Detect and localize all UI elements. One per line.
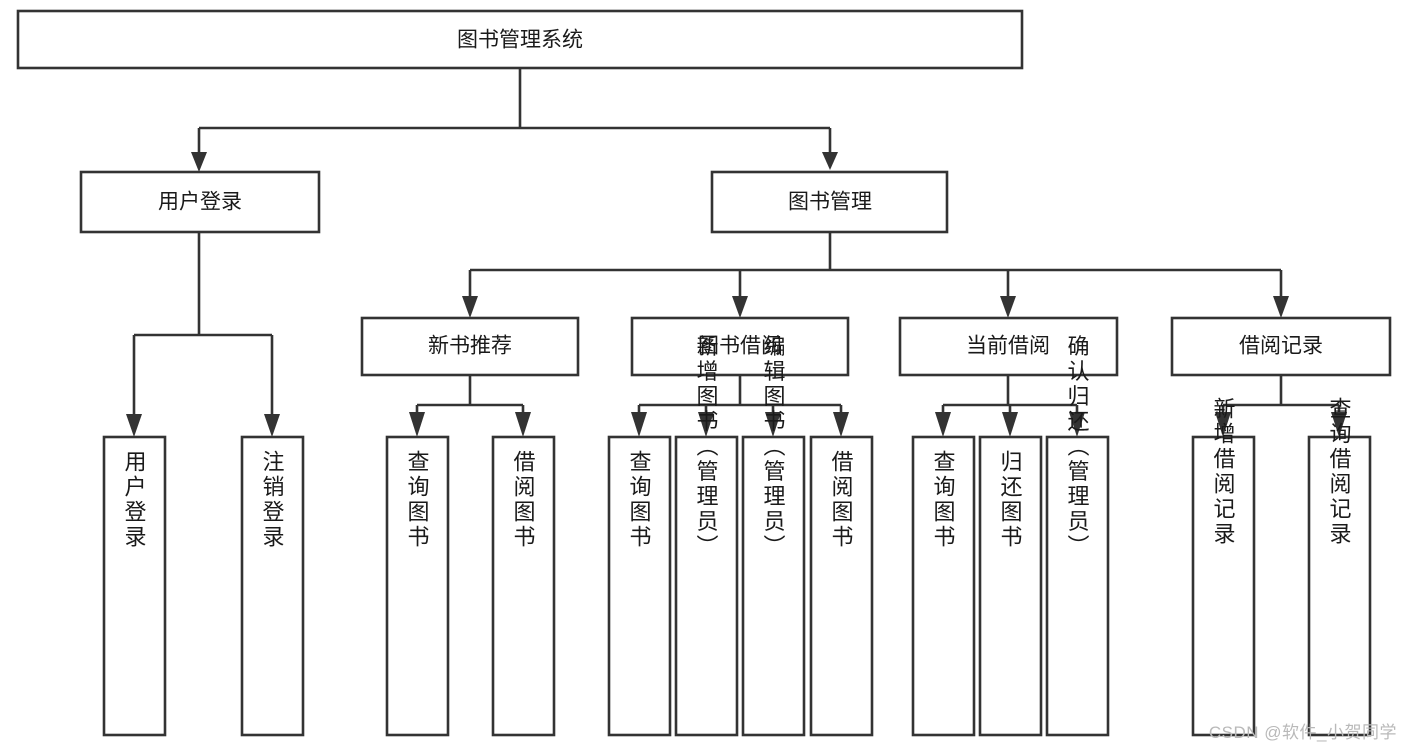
connector-bookmgmt-to-level3 — [462, 232, 1289, 318]
node-borrow-record[interactable]: 借阅记录 — [1170, 316, 1392, 377]
connector-root-to-level2 — [191, 68, 838, 172]
leaf-return-book-label: 归还图书 — [998, 450, 1023, 550]
leaf-user-login[interactable]: 用户登录 — [102, 435, 167, 737]
connector-currentborrow-to-leaves — [935, 375, 1085, 437]
leaf-borrow-book-1[interactable]: 借阅图书 — [491, 435, 556, 737]
leaf-borrow-book-2[interactable]: 借阅图书 — [809, 435, 874, 737]
leaf-borrow-book-1-label: 借阅图书 — [511, 450, 536, 550]
leaf-query-book-1-label: 查询图书 — [405, 450, 430, 550]
leaf-user-login-label: 用户登录 — [122, 450, 147, 550]
node-book-management[interactable]: 图书管理 — [710, 170, 949, 234]
node-current-borrow-label: 当前借阅 — [966, 335, 1050, 358]
node-root-label: 图书管理系统 — [457, 29, 583, 52]
leaf-add-record[interactable]: 新增借阅记录 — [1191, 397, 1256, 737]
node-book-management-label: 图书管理 — [788, 191, 872, 214]
leaf-query-book-3[interactable]: 查询图书 — [911, 435, 976, 737]
connector-newbook-to-leaves — [409, 375, 531, 437]
leaf-confirm-return[interactable]: 确认归还（管理员） — [1045, 335, 1110, 737]
leaf-logout-login-label: 注销登录 — [260, 450, 285, 550]
leaf-edit-book-label: 编辑图书（管理员） — [761, 335, 786, 560]
node-root-system[interactable]: 图书管理系统 — [16, 9, 1024, 70]
leaf-edit-book[interactable]: 编辑图书（管理员） — [741, 335, 806, 737]
node-user-login-label: 用户登录 — [158, 191, 242, 214]
node-borrow-record-label: 借阅记录 — [1239, 335, 1323, 358]
leaf-query-book-2[interactable]: 查询图书 — [607, 435, 672, 737]
leaf-query-book-1[interactable]: 查询图书 — [385, 435, 450, 737]
leaf-query-book-3-label: 查询图书 — [931, 450, 956, 550]
connector-userlogin-to-leaves — [126, 232, 280, 437]
leaf-add-book-label: 新增图书（管理员） — [694, 335, 719, 560]
leaf-borrow-book-2-label: 借阅图书 — [829, 450, 854, 550]
node-book-borrow-label: 图书借阅 — [698, 335, 782, 358]
leaf-query-record-label: 查询借阅记录 — [1327, 397, 1352, 547]
node-book-borrow[interactable]: 图书借阅 — [630, 316, 850, 377]
leaf-logout-login[interactable]: 注销登录 — [240, 435, 305, 737]
connector-borrowrecord-to-leaves — [1215, 375, 1347, 437]
node-current-borrow[interactable]: 当前借阅 — [898, 316, 1119, 377]
leaf-return-book[interactable]: 归还图书 — [978, 435, 1043, 737]
leaf-query-record[interactable]: 查询借阅记录 — [1307, 397, 1372, 737]
leaf-query-book-2-label: 查询图书 — [627, 450, 652, 550]
node-new-book-recommend[interactable]: 新书推荐 — [360, 316, 580, 377]
node-new-book-recommend-label: 新书推荐 — [428, 335, 512, 358]
node-user-login[interactable]: 用户登录 — [79, 170, 321, 234]
connector-bookborrow-to-leaves — [631, 375, 849, 437]
leaf-add-book[interactable]: 新增图书（管理员） — [674, 335, 739, 737]
leaf-add-record-label: 新增借阅记录 — [1211, 397, 1236, 547]
leaf-confirm-return-label: 确认归还（管理员） — [1065, 335, 1090, 560]
